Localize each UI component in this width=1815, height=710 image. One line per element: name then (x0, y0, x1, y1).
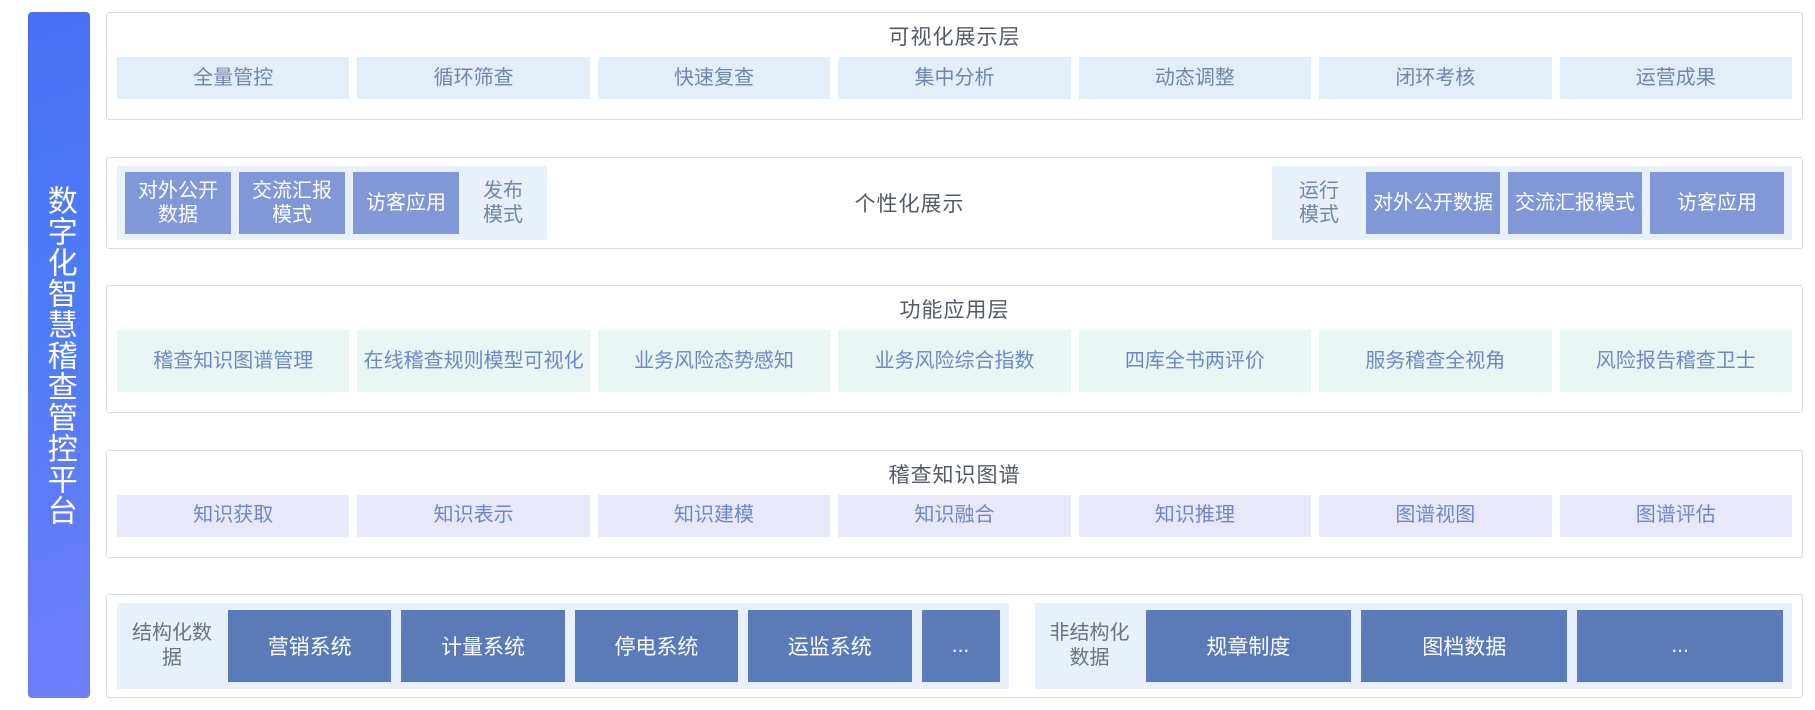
knowledge-graph-layer-panel: 稽查知识图谱 知识获取 知识表示 知识建模 知识融合 知识推理 图谱视图 图谱评… (106, 449, 1803, 558)
func-chip-sikuquanshuliangpingjia[interactable]: 四库全书两评价 (1078, 330, 1312, 392)
vis-chip-jizhongfenxi[interactable]: 集中分析 (838, 57, 1071, 99)
func-chip-fuwujichaquanshijiao[interactable]: 服务稽查全视角 (1319, 330, 1552, 392)
vis-chip-kuaisufucha[interactable]: 快速复查 (597, 57, 831, 99)
layer-stack: 可视化展示层 全量管控 循环筛查 快速复查 集中分析 动态调整 闭环考核 运营成… (106, 12, 1803, 698)
knowledge-graph-chip-row: 知识获取 知识表示 知识建模 知识融合 知识推理 图谱视图 图谱评估 (107, 494, 1802, 547)
kg-chip-zhishituili[interactable]: 知识推理 (1078, 494, 1312, 537)
mode-left-duiwaigongkaishuju[interactable]: 对外公开数据 (125, 171, 231, 234)
data-box-yingxiaoxitong[interactable]: 营销系统 (228, 610, 392, 682)
mode-left-jiaoliuhuibaomoshi[interactable]: 交流汇报模式 (239, 171, 345, 234)
vis-chip-yunyingchengguo[interactable]: 运营成果 (1559, 57, 1792, 99)
function-layer-panel: 功能应用层 稽查知识图谱管理 在线稽查规则模型可视化 业务风险态势感知 业务风险… (106, 285, 1803, 413)
unstructured-data-group: 非结构化数据 规章制度 图档数据 ... (1034, 603, 1792, 689)
func-chip-fengxianbaogaojichaweishi[interactable]: 风险报告稽查卫士 (1559, 330, 1792, 392)
modes-center-label: 个性化展示 (547, 165, 1272, 240)
knowledge-graph-layer-title: 稽查知识图谱 (888, 463, 1021, 487)
data-layer-panel: 结构化数据 营销系统 计量系统 停电系统 运监系统 ... 非结构化数据 规章制… (106, 594, 1803, 698)
vis-chip-xunhuanshaicha[interactable]: 循环筛查 (357, 57, 590, 99)
data-box-unstructured-more[interactable]: ... (1577, 610, 1783, 682)
modes-left-group: 对外公开数据 交流汇报模式 访客应用 发布模式 (117, 165, 547, 240)
kg-chip-tupupinggu[interactable]: 图谱评估 (1559, 494, 1792, 537)
mode-right-jiaoliuhuibaomoshi[interactable]: 交流汇报模式 (1508, 171, 1642, 234)
mode-left-fabumoshi[interactable]: 发布模式 (483, 179, 523, 226)
platform-title-text: 数字化智慧稽查管控平台 (42, 184, 76, 526)
kg-chip-zhishibiaoshi[interactable]: 知识表示 (357, 494, 590, 537)
modes-layer-panel: 对外公开数据 交流汇报模式 访客应用 发布模式 个性化展示 运行模式 对外公开数… (106, 156, 1803, 249)
vis-chip-bihuankaohe[interactable]: 闭环考核 (1319, 57, 1552, 99)
kg-chip-tupushitu[interactable]: 图谱视图 (1319, 494, 1552, 537)
vis-chip-quanliangguankong[interactable]: 全量管控 (117, 57, 350, 99)
kg-chip-zhishijianmo[interactable]: 知识建模 (597, 494, 831, 537)
platform-title-rail: 数字化智慧稽查管控平台 (28, 12, 90, 698)
mode-right-yunxingmoshi[interactable]: 运行模式 (1299, 179, 1339, 226)
function-chip-row: 稽查知识图谱管理 在线稽查规则模型可视化 业务风险态势感知 业务风险综合指数 四… (107, 330, 1802, 402)
function-layer-title: 功能应用层 (899, 299, 1010, 322)
func-chip-jichazhishitupuguanli[interactable]: 稽查知识图谱管理 (117, 330, 350, 392)
mode-left-fangkeyingyong[interactable]: 访客应用 (353, 171, 459, 234)
func-chip-yewufengxiantaishiganzhi[interactable]: 业务风险态势感知 (597, 330, 831, 392)
modes-right-group: 运行模式 对外公开数据 交流汇报模式 访客应用 (1272, 165, 1792, 240)
mode-right-duiwaigongkaishuju[interactable]: 对外公开数据 (1366, 171, 1500, 234)
structured-data-group: 结构化数据 营销系统 计量系统 停电系统 运监系统 ... (117, 603, 1009, 689)
structured-data-label: 结构化数据 (132, 622, 212, 669)
visualization-chip-row: 全量管控 循环筛查 快速复查 集中分析 动态调整 闭环考核 运营成果 (107, 57, 1802, 109)
func-chip-zaixianjichaguizemoxingkeshihua[interactable]: 在线稽查规则模型可视化 (357, 330, 590, 392)
visualization-layer-title: 可视化展示层 (888, 26, 1021, 49)
vis-chip-dongtaitiaozheng[interactable]: 动态调整 (1078, 57, 1312, 99)
kg-chip-zhishihuoqu[interactable]: 知识获取 (117, 494, 350, 537)
visualization-layer-panel: 可视化展示层 全量管控 循环筛查 快速复查 集中分析 动态调整 闭环考核 运营成… (106, 12, 1803, 120)
data-box-tingdianxitong[interactable]: 停电系统 (574, 610, 739, 682)
data-box-tudangshuju[interactable]: 图档数据 (1361, 610, 1568, 682)
data-box-jiliangxitong[interactable]: 计量系统 (401, 610, 565, 682)
func-chip-yewufengxianzonghezhishu[interactable]: 业务风险综合指数 (838, 330, 1071, 392)
data-box-guizhangzhidu[interactable]: 规章制度 (1145, 610, 1352, 682)
mode-right-fangkeyingyong[interactable]: 访客应用 (1650, 171, 1784, 234)
data-box-structured-more[interactable]: ... (921, 610, 1000, 682)
unstructured-data-label: 非结构化数据 (1049, 622, 1130, 669)
kg-chip-zhishironghe[interactable]: 知识融合 (838, 494, 1071, 537)
data-box-yunjianxitong[interactable]: 运监系统 (748, 610, 912, 682)
